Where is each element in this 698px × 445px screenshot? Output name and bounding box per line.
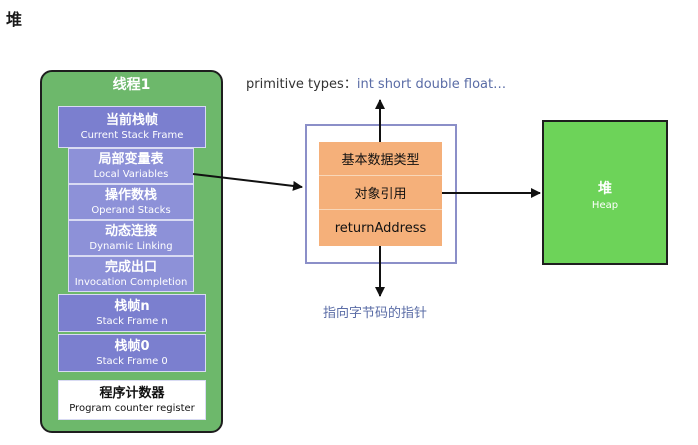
arrow-to-local-vars: [192, 173, 303, 191]
stack-frame-0: 栈帧0 Stack Frame 0: [58, 334, 206, 372]
dynamic-linking-en: Dynamic Linking: [89, 240, 173, 252]
primitive-types-row: 基本数据类型: [319, 142, 442, 176]
local-variables-en: Local Variables: [93, 168, 169, 180]
local-variables-box: 局部变量表 Local Variables: [68, 148, 194, 184]
operand-stacks-box: 操作数栈 Operand Stacks: [68, 184, 194, 220]
heap-zh: 堆: [598, 181, 612, 197]
primitive-types-values: int short double float…: [356, 77, 507, 92]
object-reference-row: 对象引用: [319, 176, 442, 210]
current-frame-en: Current Stack Frame: [80, 129, 184, 141]
primitive-types-label: primitive types：int short double float…: [246, 73, 506, 92]
bytecode-pointer-label: 指向字节码的指针: [323, 306, 428, 321]
thread-title: 线程1: [112, 77, 151, 93]
dynamic-linking-zh: 动态连接: [104, 223, 157, 239]
stack-frame-n-zh: 栈帧n: [114, 298, 150, 314]
program-counter-zh: 程序计数器: [99, 385, 165, 401]
page-heading: 堆: [6, 10, 23, 29]
return-address-row: returnAddress: [319, 210, 442, 246]
program-counter-register: 程序计数器 Program counter register: [58, 380, 206, 420]
primitive-types-prefix: primitive types：: [246, 77, 357, 92]
current-stack-frame: 当前栈帧 Current Stack Frame: [58, 106, 206, 148]
program-counter-en: Program counter register: [69, 402, 195, 414]
operand-stacks-en: Operand Stacks: [91, 204, 171, 216]
invocation-completion-zh: 完成出口: [104, 259, 157, 275]
stack-frame-n: 栈帧n Stack Frame n: [58, 294, 206, 332]
operand-stacks-zh: 操作数栈: [104, 187, 157, 203]
dynamic-linking-box: 动态连接 Dynamic Linking: [68, 220, 194, 256]
heap-en: Heap: [591, 200, 619, 211]
invocation-completion-en: Invocation Completion: [74, 276, 188, 288]
invocation-completion-box: 完成出口 Invocation Completion: [68, 256, 194, 292]
current-frame-zh: 当前栈帧: [105, 112, 158, 128]
stack-frame-0-en: Stack Frame 0: [96, 355, 168, 367]
heap-box: 堆 Heap: [542, 120, 668, 265]
stack-frame-0-zh: 栈帧0: [114, 338, 150, 354]
local-variables-zh: 局部变量表: [98, 151, 164, 167]
stack-frame-n-en: Stack Frame n: [96, 315, 168, 327]
